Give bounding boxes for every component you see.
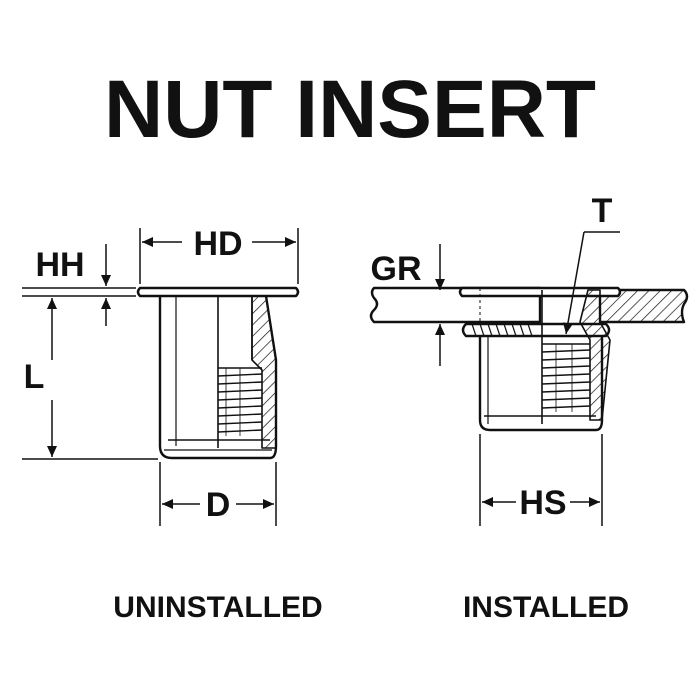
label-hd: HD: [193, 225, 242, 263]
label-d: D: [206, 486, 231, 524]
caption-uninstalled: UNINSTALLED: [113, 591, 322, 624]
installed-insert: [369, 286, 689, 432]
page-title: NUT INSERT: [104, 64, 596, 155]
label-t: T: [592, 192, 613, 230]
uninstalled-insert: [136, 286, 300, 460]
label-gr: GR: [371, 250, 422, 288]
label-hs: HS: [519, 484, 566, 522]
installed-dimension-lines: [435, 231, 620, 526]
caption-installed: INSTALLED: [463, 591, 629, 624]
uninstalled-dimension-lines: [22, 228, 299, 526]
label-hh: HH: [35, 246, 84, 284]
label-l: L: [24, 358, 45, 396]
